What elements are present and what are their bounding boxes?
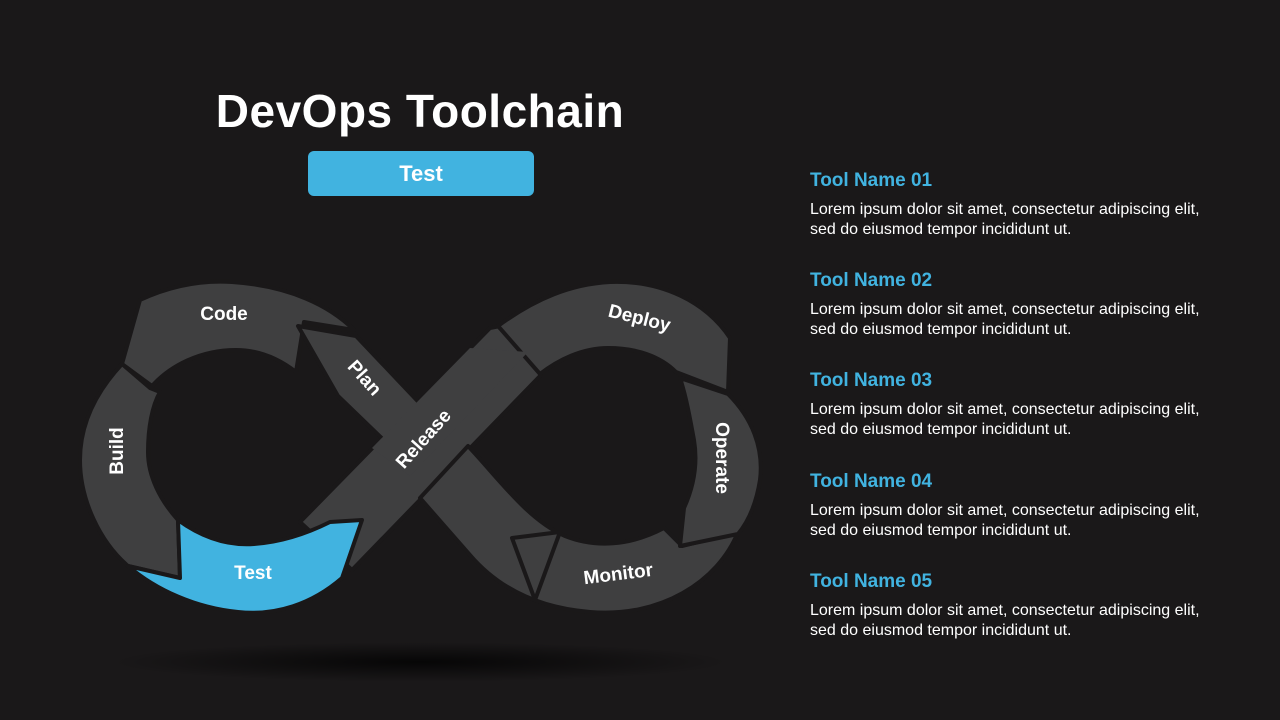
tool-description: Lorem ipsum dolor sit amet, consectetur … — [810, 602, 1200, 639]
tool-description: Lorem ipsum dolor sit amet, consectetur … — [810, 502, 1200, 539]
tool-name: Tool Name 05 — [810, 571, 933, 592]
current-stage-label: Test — [399, 160, 443, 186]
segment-release-front — [372, 348, 528, 476]
current-stage-badge: Test — [308, 151, 534, 196]
segment-deploy[interactable] — [496, 279, 732, 394]
label-test: Test — [234, 563, 272, 584]
tool-item: Tool Name 04 Lorem ipsum dolor sit amet,… — [810, 471, 1230, 541]
segment-build[interactable] — [78, 362, 182, 580]
tool-description: Lorem ipsum dolor sit amet, consectetur … — [810, 401, 1200, 438]
tool-item: Tool Name 03 Lorem ipsum dolor sit amet,… — [810, 370, 1230, 440]
tool-name: Tool Name 04 — [810, 471, 933, 492]
segment-test[interactable] — [126, 518, 364, 615]
tool-name: Tool Name 02 — [810, 270, 933, 291]
label-operate: Operate — [711, 422, 732, 494]
label-build: Build — [107, 427, 128, 475]
tool-item: Tool Name 02 Lorem ipsum dolor sit amet,… — [810, 270, 1230, 340]
slide-title: DevOps Toolchain — [215, 85, 625, 137]
segment-code[interactable] — [120, 279, 356, 388]
devops-infinity-diagram: Code Build Test Plan Release Deploy Oper… — [78, 279, 763, 682]
label-code: Code — [200, 304, 248, 325]
tool-item: Tool Name 01 Lorem ipsum dolor sit amet,… — [810, 170, 1230, 240]
segment-operate[interactable] — [678, 376, 763, 548]
tool-name: Tool Name 01 — [810, 170, 933, 191]
tool-item: Tool Name 05 Lorem ipsum dolor sit amet,… — [810, 571, 1230, 641]
segment-monitor-arrow — [510, 530, 562, 602]
diagram-shadow — [110, 642, 730, 682]
tool-description: Lorem ipsum dolor sit amet, consectetur … — [810, 301, 1200, 338]
tool-description: Lorem ipsum dolor sit amet, consectetur … — [810, 201, 1200, 238]
tool-name: Tool Name 03 — [810, 370, 933, 391]
